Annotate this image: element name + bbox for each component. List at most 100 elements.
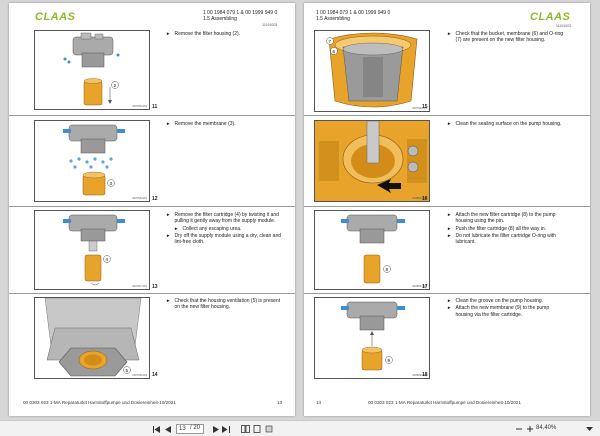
step-11-instructions: ►Remove the filter housing (2). xyxy=(166,31,286,38)
figure-id: 310795-001 xyxy=(132,104,147,108)
page-right: 1 00 1984 079 1 & 00 1999 949 0 1.5 Asse… xyxy=(304,3,590,416)
figure-step-12: 3 310796-001 xyxy=(34,120,150,202)
arrow-bullet-icon: ► xyxy=(166,298,171,303)
step-number: 18 xyxy=(422,372,428,378)
instruction-item: ►Dry off the supply module using a dry, … xyxy=(166,232,282,246)
last-page-icon[interactable] xyxy=(221,424,231,434)
figure-id: 310796-001 xyxy=(132,196,147,200)
previous-page-icon[interactable] xyxy=(163,424,173,434)
figure-step-18: 9 310802-001 xyxy=(314,297,430,379)
zoom-menu-icon[interactable] xyxy=(584,424,594,434)
step-12-instructions: ►Remove the membrane (3). xyxy=(166,121,286,128)
arrow-bullet-icon: ► xyxy=(166,31,171,36)
page-number-input[interactable]: 13 xyxy=(176,424,204,434)
instruction-item: ►Remove the membrane (3). xyxy=(166,121,236,127)
figure-step-14: 5 310798-001 xyxy=(34,297,150,379)
page-total: / 20 xyxy=(190,425,201,431)
arrow-bullet-icon: ► xyxy=(447,121,452,126)
arrow-bullet-icon: ► xyxy=(166,121,171,126)
step-17-instructions: ►Attach the new filter cartridge (8) to … xyxy=(447,212,567,246)
header-part-numbers: 1 00 1984 079 1 & 00 1999 949 0 xyxy=(203,10,278,16)
figure-step-13: 4 310797-001 xyxy=(34,210,150,290)
figure-id: 310798-001 xyxy=(132,373,147,377)
zoom-level[interactable]: 84,40% xyxy=(536,425,557,431)
divider xyxy=(9,293,295,294)
svg-text:8: 8 xyxy=(386,267,389,272)
instruction-item: ►Attach the new filter cartridge (8) to … xyxy=(447,212,556,225)
footer-title: 00 0303 023 1-MA Reparaturkit Harnstoffp… xyxy=(23,400,176,405)
rotate-icon[interactable] xyxy=(264,424,274,434)
divider xyxy=(304,206,590,207)
page-header: 1 00 1984 079 1 & 00 1999 949 0 1.5 Asse… xyxy=(316,10,390,22)
arrow-bullet-icon: ► xyxy=(166,212,171,217)
first-page-icon[interactable] xyxy=(152,424,162,434)
figure-step-15: 7 6 310799-001 xyxy=(314,30,430,112)
step-16-instructions: ►Clean the sealing surface on the pump h… xyxy=(447,121,567,128)
svg-text:4: 4 xyxy=(106,257,109,262)
footer-title: 00 0303 023 1-MA Reparaturkit Harnstoffp… xyxy=(368,400,521,405)
header-code: 11191003 xyxy=(262,23,278,28)
step-number: 11 xyxy=(152,104,158,110)
figure-id: 310797-001 xyxy=(132,284,147,288)
step-13-instructions: ►Remove the filter cartridge (4) by twis… xyxy=(166,212,286,246)
instruction-item: ►Remove the filter cartridge (4) by twis… xyxy=(166,212,279,225)
header-section: 1.5 Assembling xyxy=(203,16,237,23)
claas-logo: CLAAS xyxy=(35,11,76,23)
figure-step-11: 2 310795-001 xyxy=(34,30,150,110)
step-15-instructions: ►Check that the bucket, membrane (6) and… xyxy=(447,31,567,45)
claas-logo: CLAAS xyxy=(530,11,571,23)
step-number: 17 xyxy=(422,284,428,290)
svg-text:3: 3 xyxy=(110,181,113,186)
step-14-instructions: ►Check that the housing ventilation (5) … xyxy=(166,298,286,312)
instruction-item: ►Push the filter cartridge (8) all the w… xyxy=(447,225,547,232)
svg-text:5: 5 xyxy=(126,368,129,373)
step-number: 15 xyxy=(422,104,428,110)
step-number: 14 xyxy=(152,372,158,378)
step-18-instructions: ►Clean the groove on the pump housing. ►… xyxy=(447,298,567,319)
figure-id: 310802-001 xyxy=(412,373,427,377)
figure-id: 310801-001 xyxy=(412,284,427,288)
svg-text:2: 2 xyxy=(114,83,117,88)
page-header: 1 00 1984 079 1 & 00 1999 949 0 1.5 Asse… xyxy=(203,10,277,29)
instruction-item: ►Do not lubricate the filter cartridge O… xyxy=(447,232,557,246)
divider xyxy=(304,293,590,294)
header-code: 11191003 xyxy=(556,24,572,28)
divider xyxy=(304,115,590,116)
step-number: 12 xyxy=(152,196,158,202)
arrow-bullet-icon: ► xyxy=(447,232,452,238)
figure-id: 310799-001 xyxy=(412,106,427,110)
figure-step-16: 310800-001 xyxy=(314,120,430,202)
header-part-numbers: 1 00 1984 079 1 & 00 1999 949 0 xyxy=(316,10,391,16)
figure-id: 310800-001 xyxy=(412,196,427,200)
divider xyxy=(9,115,295,116)
page-left: CLAAS 1 00 1984 079 1 & 00 1999 949 0 1.… xyxy=(9,3,295,416)
zoom-out-icon[interactable] xyxy=(514,424,524,434)
arrow-bullet-icon: ► xyxy=(447,298,452,303)
next-page-icon[interactable] xyxy=(210,424,220,434)
step-number: 13 xyxy=(152,284,158,290)
figure-step-17: 8 310801-001 xyxy=(314,210,430,290)
instruction-item: ►Collect any escaping urea. xyxy=(174,225,242,232)
single-page-view-icon[interactable] xyxy=(252,424,262,434)
divider xyxy=(9,206,295,207)
svg-text:6: 6 xyxy=(333,49,336,54)
svg-text:7: 7 xyxy=(329,39,332,44)
viewer-toolbar: 13 / 20 84,40% xyxy=(0,420,600,436)
header-section: 1.5 Assembling xyxy=(316,16,350,23)
arrow-bullet-icon: ► xyxy=(447,31,452,36)
instruction-item: ►Attach the new membrane (9) to the pump… xyxy=(447,305,550,318)
instruction-item: ►Check that the housing ventilation (5) … xyxy=(166,298,281,311)
page-number: 13 xyxy=(277,400,283,405)
instruction-item: ►Remove the filter housing (2). xyxy=(166,31,241,37)
arrow-bullet-icon: ► xyxy=(447,305,452,311)
arrow-bullet-icon: ► xyxy=(166,232,171,238)
instruction-item: ►Clean the sealing surface on the pump h… xyxy=(447,121,562,127)
step-number: 16 xyxy=(422,196,428,202)
svg-text:9: 9 xyxy=(388,358,391,363)
two-page-view-icon[interactable] xyxy=(240,424,250,434)
arrow-bullet-icon: ► xyxy=(174,225,179,231)
zoom-in-icon[interactable] xyxy=(525,424,535,434)
arrow-bullet-icon: ► xyxy=(447,212,452,217)
arrow-bullet-icon: ► xyxy=(447,225,452,231)
instruction-item: ►Clean the groove on the pump housing. xyxy=(447,298,544,304)
